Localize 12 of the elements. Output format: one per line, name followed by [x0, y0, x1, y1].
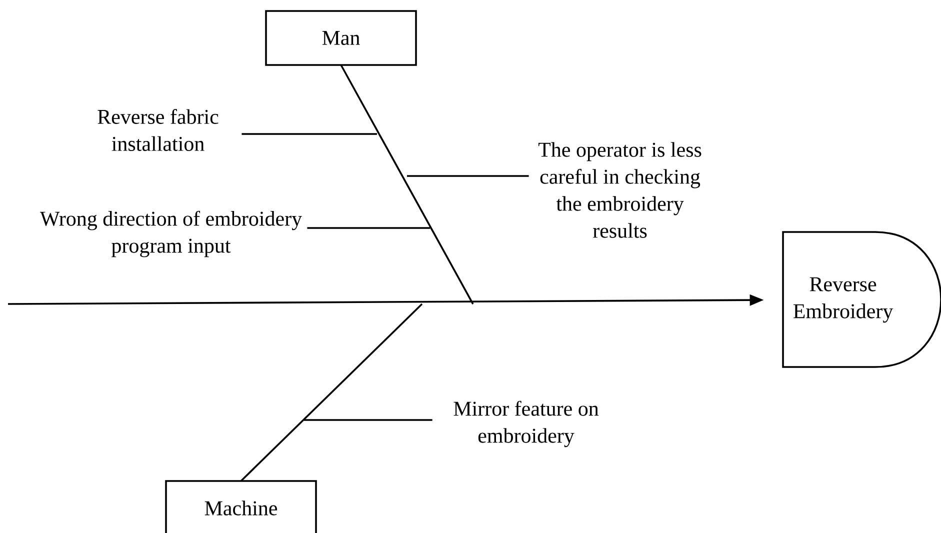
category-box: Machine	[165, 480, 317, 533]
cause-text: Mirror feature on embroidery	[454, 400, 599, 448]
cause-text: Wrong direction of embroidery program input	[40, 210, 302, 258]
bone-line	[240, 303, 423, 482]
bone-line	[340, 64, 474, 304]
cause-text: Reverse fabric installation	[98, 109, 218, 151]
leader-line	[307, 227, 430, 229]
cause-text: The operator is less careful in checking the embroidery results	[538, 142, 702, 238]
category-box: Man	[265, 10, 417, 66]
leader-line	[407, 175, 529, 177]
leader-line	[304, 419, 432, 421]
leader-line	[242, 133, 377, 135]
